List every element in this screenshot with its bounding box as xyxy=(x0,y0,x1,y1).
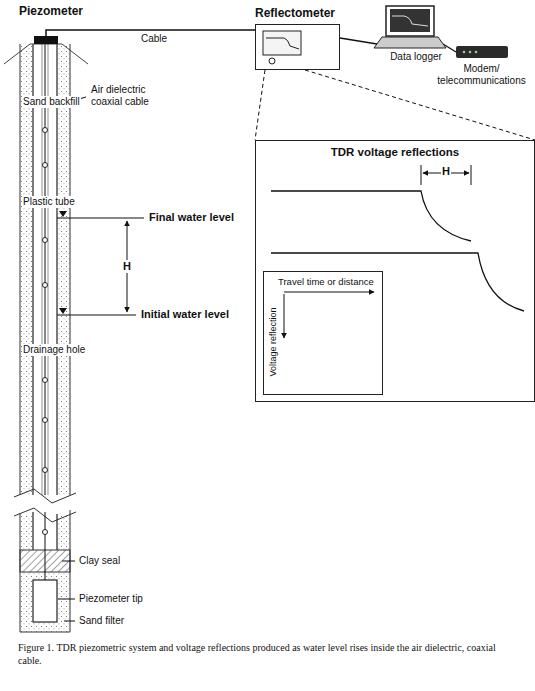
tick xyxy=(421,165,422,185)
drainage-hole xyxy=(43,530,48,535)
trace xyxy=(271,191,471,241)
screen xyxy=(263,31,301,55)
dimension-label: H xyxy=(441,165,451,178)
dimension-label: H xyxy=(122,260,132,273)
part-label: Plastic tube xyxy=(22,196,76,208)
level-label: Initial water level xyxy=(140,308,230,321)
break-line xyxy=(14,489,76,503)
node-title: Modem/ telecommunications xyxy=(428,63,535,87)
borehole-wall xyxy=(20,44,21,495)
drainage-holes xyxy=(43,128,48,535)
node-title: Data logger xyxy=(372,51,460,63)
trace xyxy=(266,38,299,49)
drainage-hole xyxy=(43,283,48,288)
plastic-tube xyxy=(56,514,57,550)
modem-light xyxy=(463,51,466,54)
cable-label: Cable xyxy=(140,33,168,45)
ground-mound xyxy=(4,44,88,64)
laptop xyxy=(374,6,446,48)
sand-backfill xyxy=(20,515,33,550)
borehole-wall xyxy=(70,44,71,495)
piezometer-tip xyxy=(33,580,57,622)
modem-light xyxy=(475,51,478,54)
tick xyxy=(471,165,472,185)
laptop-lid xyxy=(386,6,434,36)
sand-backfill xyxy=(20,44,33,495)
modem-light xyxy=(469,51,472,54)
part-label: Clay seal xyxy=(78,555,121,567)
drainage-hole xyxy=(43,128,48,133)
modem: Modem/ telecommunications xyxy=(428,42,535,92)
water-marker xyxy=(59,211,67,217)
plastic-tube xyxy=(56,44,57,495)
data-logger: Data logger xyxy=(372,4,460,66)
part-label: Sand backfill xyxy=(22,96,81,108)
level-line xyxy=(57,315,136,316)
knob xyxy=(269,58,275,64)
reflectometer: Reflectometer xyxy=(255,6,345,72)
drainage-hole xyxy=(43,468,48,473)
level-label: Final water level xyxy=(148,211,235,224)
axis-label: Voltage reflection xyxy=(267,297,279,387)
laptop-icon xyxy=(372,4,452,50)
level-line xyxy=(57,218,144,219)
node-title: Travel time or distance xyxy=(278,276,374,287)
part-label: Piezometer tip xyxy=(78,593,144,605)
figure-caption: Figure 1. TDR piezometric system and vol… xyxy=(18,642,518,667)
sand-backfill xyxy=(57,44,70,495)
plastic-tube xyxy=(32,44,33,495)
modem-icon xyxy=(428,42,533,62)
reflectometer-box xyxy=(255,24,340,70)
node-title: TDR voltage reflections xyxy=(256,146,534,160)
axis-arrows xyxy=(264,272,382,394)
axis-key: Travel time or distanceVoltage reflectio… xyxy=(263,271,383,395)
sand-backfill xyxy=(57,515,70,550)
axis-arrow xyxy=(284,292,374,293)
laptop-screen xyxy=(390,9,430,32)
coax-outer xyxy=(48,44,49,495)
coax-center xyxy=(45,512,46,580)
reflectometer-face xyxy=(256,25,338,68)
cable-connector xyxy=(340,38,377,44)
laptop-base xyxy=(374,37,446,48)
modem-body xyxy=(456,46,508,58)
drainage-hole xyxy=(43,163,48,168)
leader-line xyxy=(62,561,75,562)
part-label: Sand filter xyxy=(78,615,125,627)
node-title: Reflectometer xyxy=(255,6,335,20)
tdr-panel: TDR voltage reflectionsTravel time or di… xyxy=(255,140,535,402)
plastic-tube xyxy=(32,512,33,550)
drainage-hole xyxy=(43,418,48,423)
modem xyxy=(456,46,508,58)
leader-line xyxy=(58,599,75,600)
heading: Piezometer xyxy=(18,4,84,18)
leader-line xyxy=(64,621,75,622)
trace xyxy=(392,16,428,26)
axis-arrow xyxy=(284,294,285,338)
borehole xyxy=(14,36,76,632)
water-marker xyxy=(59,308,67,314)
drainage-hole xyxy=(43,378,48,383)
part-label: Drainage hole xyxy=(22,344,86,356)
piezometer-cap xyxy=(34,36,58,44)
part-label: Air dielectric coaxial cable xyxy=(90,84,164,108)
drainage-hole xyxy=(43,238,48,243)
sand-filter xyxy=(20,572,70,632)
coax-outer xyxy=(42,44,43,495)
